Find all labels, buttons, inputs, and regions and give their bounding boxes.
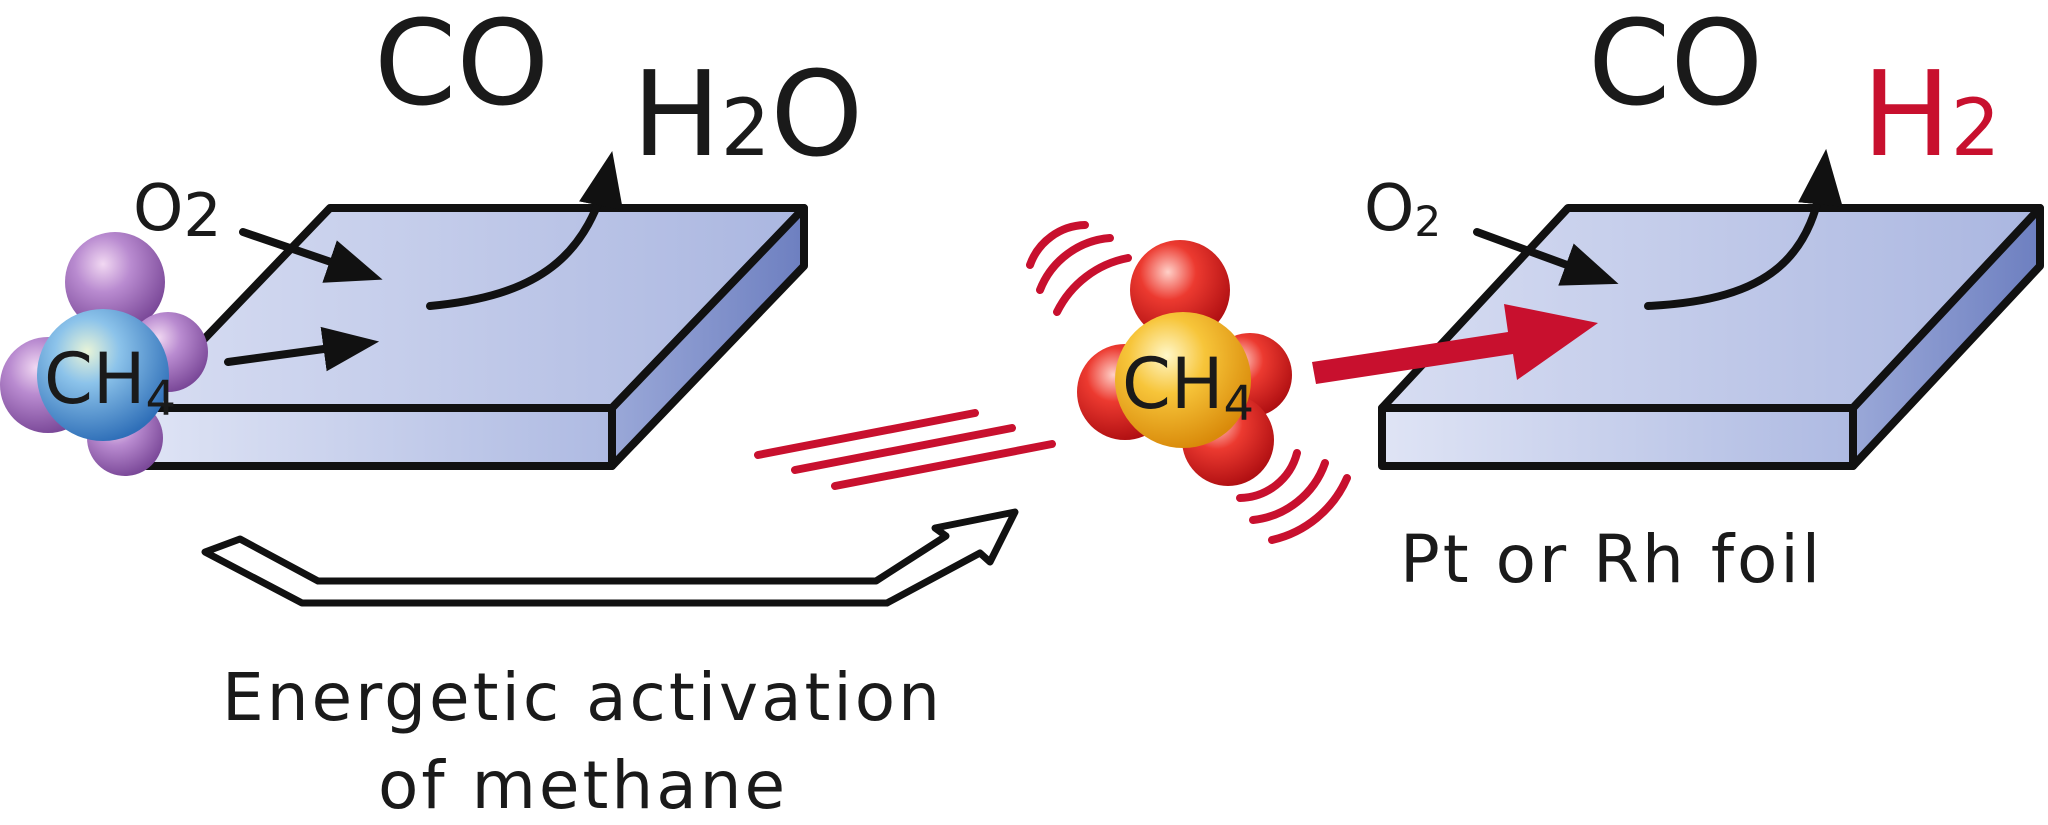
right-foil-side [1849,204,2044,470]
left-carbon-atom [37,309,169,441]
activation-path-arrow [201,508,1019,607]
right-h2-label: H2 [1862,45,2000,183]
vibration-arcs-bottom [1236,449,1351,544]
right-ch4-label: CH4 [1122,343,1254,432]
caption-line-2: of methane [378,747,788,824]
right-h-atom-top [1130,240,1230,340]
left-foil-front [134,404,616,470]
vibration-arcs-top [1026,221,1132,316]
caption-line-1: Energetic activation [222,659,943,736]
left-reaction-arrows [224,151,623,372]
left-ch4-arrow [224,326,380,372]
right-co-label: CO [1588,0,1763,132]
motion-lines [754,409,1056,490]
right-o2-arrow [1473,228,1619,286]
left-h2o-label: H2O [632,45,863,183]
left-ch4-label: CH4 [44,338,176,427]
right-o2-label: O2 [1364,172,1441,246]
left-o2-arrow [239,228,383,283]
right-product-arrow [1644,148,1843,310]
right-foil-front [1378,404,1857,470]
foil-label: Pt or Rh foil [1400,521,1823,598]
left-foil [134,204,808,470]
right-carbon-atom [1115,312,1251,448]
activated-methane-arrow [1312,304,1598,384]
right-reaction-arrows [1473,148,1843,310]
left-o2-label: O2 [133,172,222,251]
left-product-arrow [426,151,623,310]
left-co-label: CO [374,0,549,132]
left-h-atom-top [65,232,165,332]
left-methane-molecule: CH4 [0,232,208,476]
left-foil-side [608,204,808,470]
right-methane-molecule: CH4 [1077,240,1292,486]
